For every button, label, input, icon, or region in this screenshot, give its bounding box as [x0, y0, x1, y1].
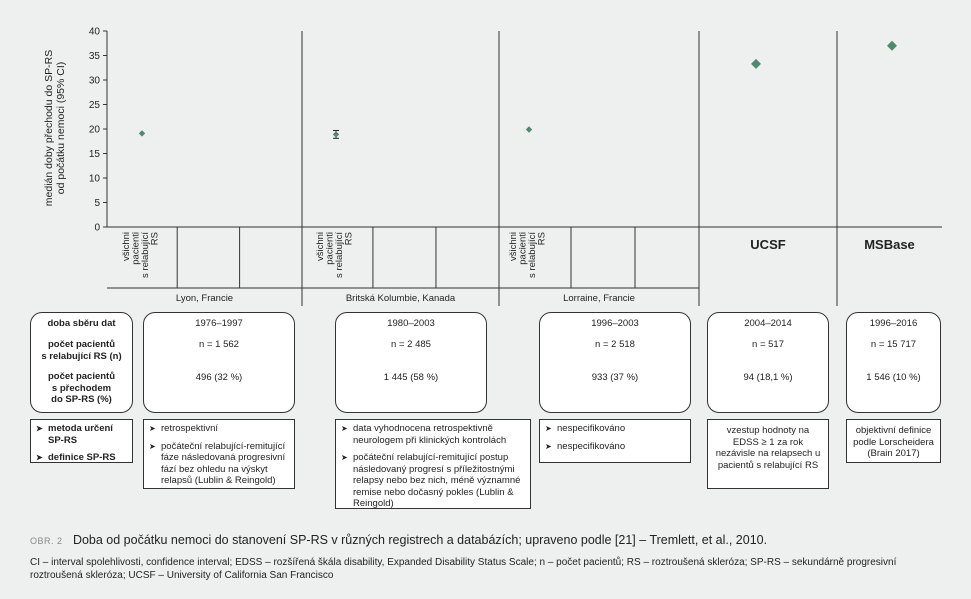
cell-period: 1976–1997 — [195, 318, 243, 329]
subgroup-label: pacienti — [131, 232, 142, 265]
y-tick-label: 15 — [89, 149, 101, 160]
caption-text: Doba od počátku nemoci do stanovení SP-R… — [72, 533, 768, 547]
cell-sp: 1 546 (10 %) — [866, 372, 921, 383]
subgroup-label: s relabující — [527, 232, 538, 278]
subgroup-label: RS — [537, 232, 548, 245]
row-label-box — [30, 312, 133, 413]
cell-period: 2004–2014 — [744, 318, 792, 329]
data-point-diamond — [887, 40, 897, 51]
subgroup-label: s relabující — [334, 232, 345, 278]
table-column-ucsf — [707, 312, 829, 413]
y-ticks: 0 5 10 15 20 25 30 35 40 — [89, 27, 107, 234]
data-point-diamond — [525, 126, 533, 133]
method-box-lorraine: nespecifikovánonespecifikováno — [539, 419, 691, 463]
data-point-diamond — [332, 131, 340, 138]
y-axis-label-line: od počátku nemoci (95% CI) — [55, 62, 67, 194]
cell-period: 1996–2016 — [869, 318, 918, 329]
subgroup-label: pacienti — [325, 232, 336, 265]
group-subhead-label: MSBase — [864, 237, 915, 252]
subgroup-label: s relabující — [140, 232, 151, 278]
y-tick-label: 40 — [89, 27, 101, 38]
cell-sp: 496 (32 %) — [195, 372, 243, 383]
y-tick-label: 0 — [94, 223, 100, 234]
table-column-lyon — [143, 312, 295, 413]
method-box-ucsf: vzestup hodnoty na EDSS ≥ 1 za rok nezáv… — [707, 419, 829, 489]
data-points — [138, 40, 897, 139]
method-box-msbase: objektivní definice podle Lorscheidera (… — [846, 419, 941, 463]
figure-label: OBR. 2 — [30, 536, 63, 546]
y-tick-label: 30 — [89, 76, 101, 87]
method-labels-box: metoda určení SP-RSdefinice SP-RS — [30, 419, 133, 463]
table-column-lorraine — [539, 312, 691, 413]
data-point-diamond — [751, 58, 761, 69]
y-tick-label: 35 — [89, 51, 101, 62]
axes — [106, 31, 942, 228]
table-column-msbase — [846, 312, 941, 413]
cell-n: n = 2 518 — [595, 339, 635, 350]
method-box-lyon: retrospektivnípočáteční relabující-remit… — [143, 419, 295, 489]
cell-sp: 94 (18,1 %) — [743, 372, 793, 383]
figure-caption: OBR. 2 Doba od počátku nemoci do stanove… — [30, 533, 767, 547]
table-column-bc — [335, 312, 487, 413]
cell-n: n = 2 485 — [391, 339, 431, 350]
cell-period: 1996–2003 — [591, 318, 639, 329]
y-axis-label-line: medián doby přechodu do SP-RS — [43, 50, 55, 206]
y-tick-label: 5 — [94, 198, 100, 209]
group-name-label: Lyon, Francie — [176, 293, 233, 304]
group-name-label: Lorraine, Francie — [563, 293, 635, 304]
y-tick-label: 10 — [89, 174, 101, 185]
subgroup-label: RS — [150, 232, 161, 245]
row-label-period: doba sběru dat — [47, 318, 116, 329]
y-tick-label: 20 — [89, 125, 101, 136]
y-tick-label: 25 — [89, 100, 101, 111]
footnote: CI – interval spolehlivosti, confidence … — [30, 557, 897, 581]
subgroup-label: všichni — [315, 232, 326, 261]
cell-n: n = 517 — [752, 339, 784, 350]
cell-n: n = 1 562 — [199, 339, 239, 350]
subgroup-label: RS — [344, 232, 355, 245]
cell-sp: 933 (37 %) — [591, 372, 639, 383]
method-box-bc: data vyhodnocena retrospektivně neurolog… — [335, 419, 531, 509]
group-name-label: Britská Kolumbie, Kanada — [346, 293, 456, 304]
cell-sp: 1 445 (58 %) — [383, 372, 439, 383]
subgroup-label: všichni — [121, 232, 132, 261]
subgroup-label: pacienti — [518, 232, 529, 265]
data-point-diamond — [138, 130, 146, 137]
subgroup-label: všichni — [508, 232, 519, 261]
group-subhead-label: UCSF — [750, 237, 785, 252]
cell-period: 1980–2003 — [387, 318, 435, 329]
cell-n: n = 15 717 — [870, 339, 917, 350]
